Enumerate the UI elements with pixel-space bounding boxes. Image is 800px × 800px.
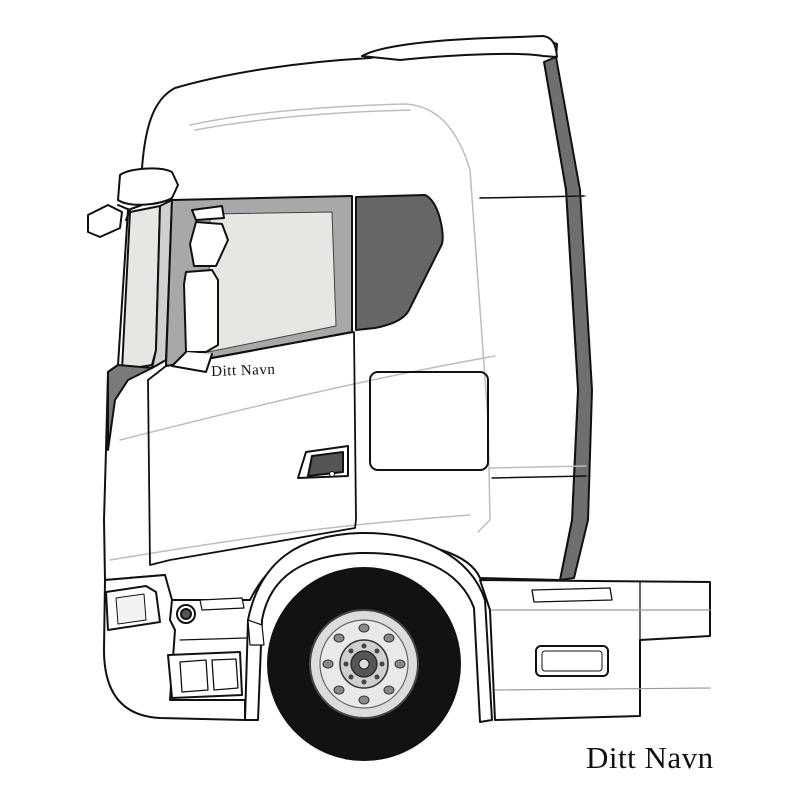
rim-vent <box>358 623 370 633</box>
caption-text: Ditt Navn <box>586 740 714 775</box>
rear-side-panel-line-2 <box>491 475 587 479</box>
main-mirror-lower <box>183 269 219 353</box>
wheel-arch-fender <box>244 531 493 723</box>
side-marker-plate-inner <box>541 650 603 672</box>
skirt-lower-crease <box>494 687 711 691</box>
lug-nut <box>374 674 380 680</box>
hub-center <box>358 658 370 670</box>
lug-nut <box>361 643 367 649</box>
mud-flap <box>247 619 265 646</box>
door-outline <box>147 331 357 566</box>
outer-mirror <box>87 204 123 238</box>
upper-mirror <box>117 167 179 206</box>
rim-vent <box>394 659 406 669</box>
rear-panel-edge-2 <box>489 465 587 469</box>
rim-vent <box>322 659 334 669</box>
fog-light-inner-2 <box>211 658 239 691</box>
front-emblem-inner <box>180 608 192 620</box>
mirror-arm <box>117 204 131 221</box>
rim-vent <box>383 633 395 643</box>
rim-vent <box>358 695 370 705</box>
body-crease-line <box>119 355 496 441</box>
roof-contour-line-2 <box>194 109 411 131</box>
lug-nut <box>348 674 354 680</box>
side-storage-hatch <box>369 371 489 471</box>
lower-crease-line <box>109 514 471 561</box>
main-mirror-upper <box>189 221 229 267</box>
door-name-decal: Ditt Navn <box>211 361 276 380</box>
lug-nut <box>343 661 349 667</box>
fog-light-inner <box>179 659 209 693</box>
rear-side-panel-line <box>479 195 585 199</box>
lug-nut <box>361 679 367 685</box>
rim-vent <box>383 685 395 695</box>
rear-quarter-window <box>355 194 444 331</box>
bumper-line <box>179 637 247 641</box>
door-handle-recess <box>307 451 344 477</box>
headlight-lens <box>115 593 147 625</box>
mirror-stalk <box>171 351 213 373</box>
side-contour-line <box>404 103 491 533</box>
roof-spoiler <box>361 35 558 61</box>
lug-nut <box>348 648 354 654</box>
lug-nut <box>374 648 380 654</box>
rim-vent <box>333 685 345 695</box>
roof-contour-line <box>189 103 406 126</box>
a-pillar-lower <box>107 364 153 451</box>
lug-nut <box>379 661 385 667</box>
door-lock <box>329 471 335 477</box>
skirt-upper-panel <box>531 587 613 603</box>
step-plate <box>199 597 245 611</box>
rim-vent <box>333 633 345 643</box>
main-mirror-arm <box>191 205 225 221</box>
